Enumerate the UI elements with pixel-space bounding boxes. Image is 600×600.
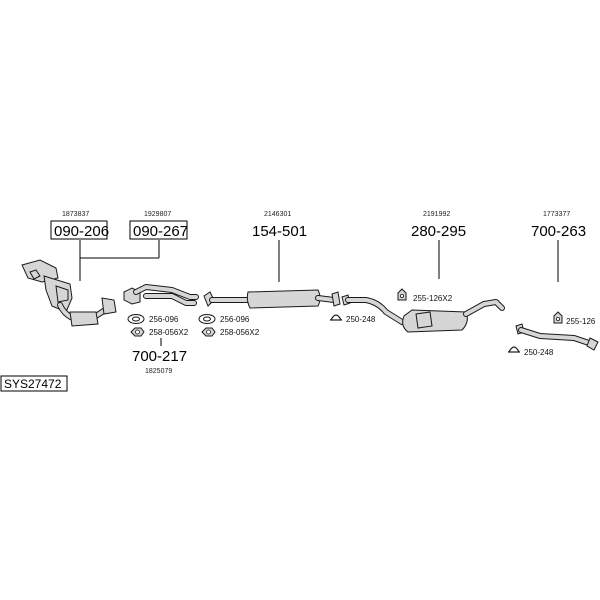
label-clamp-250-248-b: 250-248 [524, 348, 554, 357]
oe-number-280-295: 2191992 [423, 211, 450, 218]
hanger-255-126x2[interactable] [397, 288, 407, 301]
part-box-090-206 [50, 220, 108, 240]
clamp-250-248-a[interactable] [330, 314, 342, 321]
part-number-700-263[interactable]: 700-263 [531, 223, 586, 240]
oe-number-700-263: 1773377 [543, 211, 570, 218]
part-number-700-217[interactable]: 700-217 [132, 348, 187, 365]
nut-258-056-b[interactable] [201, 327, 216, 337]
label-gasket-256-096-b: 256-096 [220, 315, 250, 324]
part-box-090-267 [129, 220, 188, 240]
oe-number-090-267: 1929807 [144, 211, 171, 218]
clamp-250-248-b[interactable] [508, 346, 520, 353]
label-clamp-250-248-a: 250-248 [346, 315, 376, 324]
label-hanger-255-126: 255-126 [566, 317, 596, 326]
label-gasket-256-096-a: 256-096 [149, 315, 179, 324]
label-nut-258-056-b: 258-056X2 [220, 328, 260, 337]
nut-258-056-a[interactable] [130, 327, 145, 337]
oe-number-700-217: 1825079 [145, 368, 172, 375]
catalytic-converter[interactable] [21, 259, 117, 327]
oe-number-154-501: 2146301 [264, 211, 291, 218]
front-pipe[interactable] [123, 284, 199, 306]
label-nut-258-056-a: 258-056X2 [149, 328, 189, 337]
gasket-256-096-a[interactable] [127, 314, 145, 324]
system-code: SYS27472 [4, 377, 62, 391]
hanger-255-126[interactable] [553, 311, 563, 324]
gasket-256-096-b[interactable] [198, 314, 216, 324]
part-number-090-267[interactable]: 090-267 [133, 223, 188, 240]
part-number-090-206[interactable]: 090-206 [54, 223, 109, 240]
part-number-154-501[interactable]: 154-501 [252, 223, 307, 240]
label-hanger-255-126x2: 255-126X2 [413, 294, 453, 303]
system-code-box [0, 375, 68, 392]
oe-number-090-206: 1873837 [62, 211, 89, 218]
part-number-280-295[interactable]: 280-295 [411, 223, 466, 240]
rear-silencer[interactable] [341, 294, 505, 333]
tail-pipe[interactable] [515, 323, 599, 351]
middle-silencer[interactable] [203, 289, 341, 309]
